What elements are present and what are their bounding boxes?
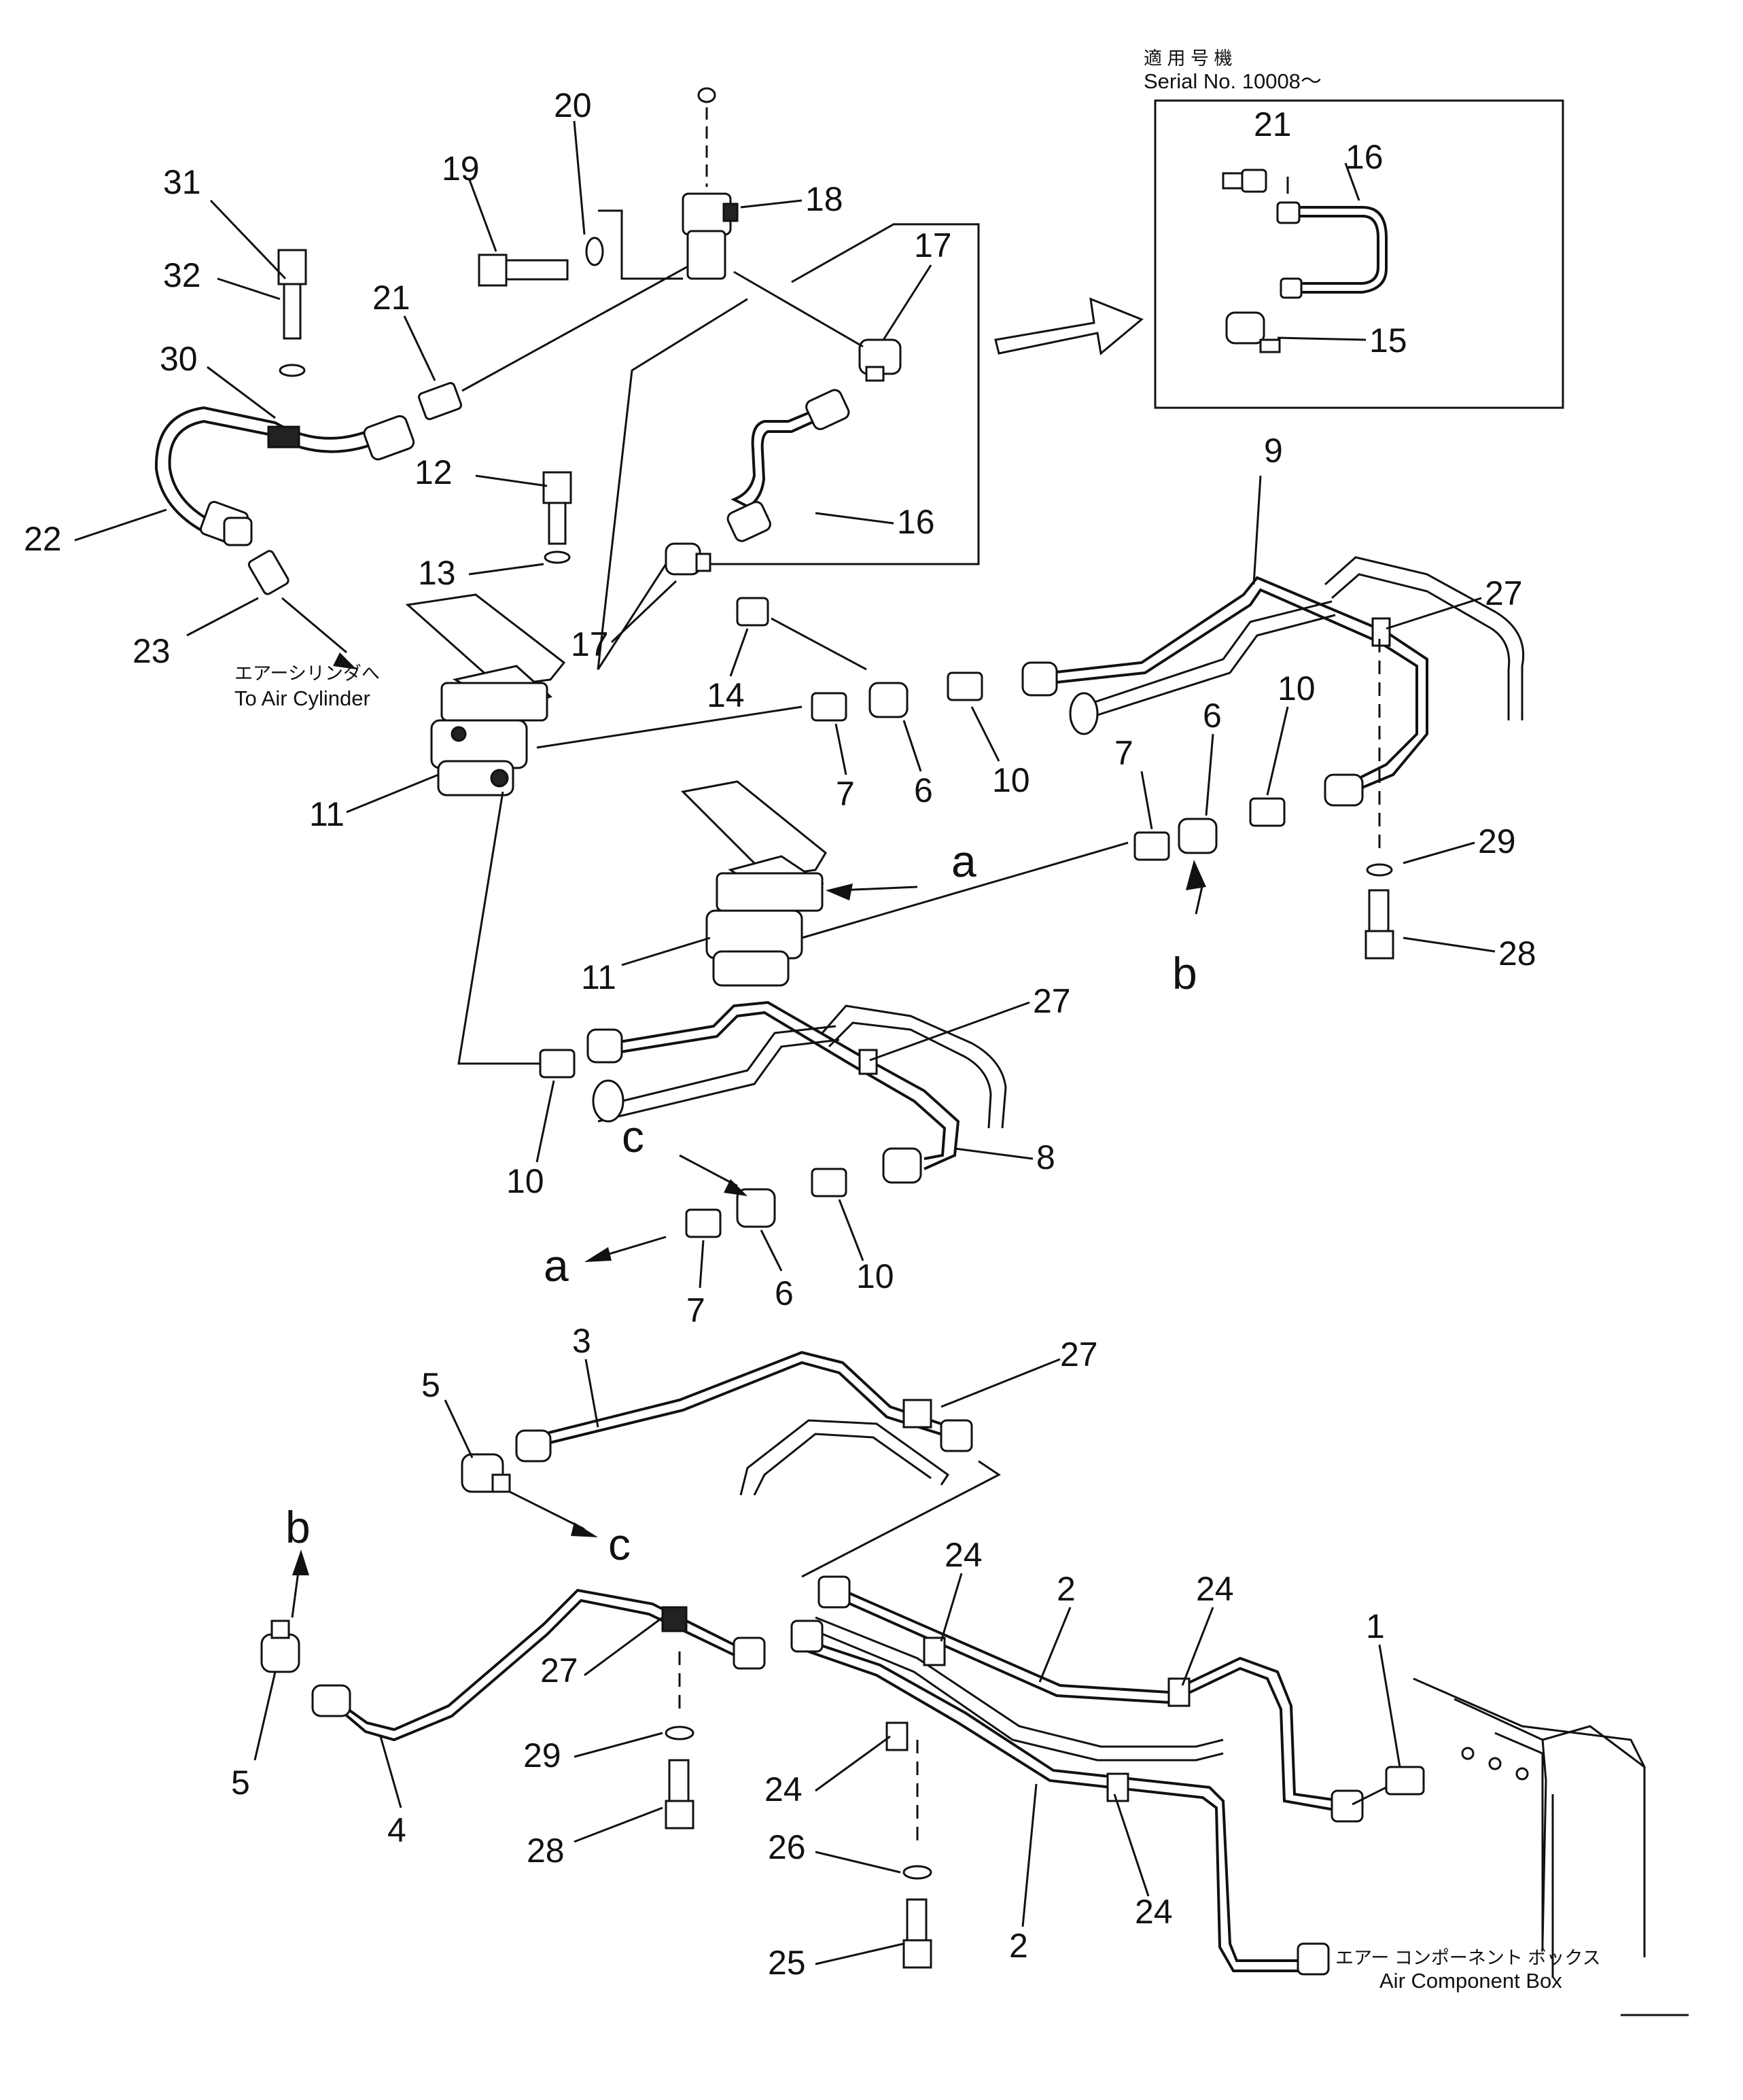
callout-6-a: 6 [914,771,933,809]
callout-22: 22 [24,520,62,558]
callout-1: 1 [1366,1607,1385,1645]
callout-11-lower: 11 [581,958,616,996]
callout-16-inset: 16 [1345,138,1384,176]
pedal-valve-lower: 11 [581,780,1129,996]
callout-7-b: 7 [1114,734,1133,772]
callout-9: 9 [1264,432,1283,470]
callout-5-upper: 5 [421,1366,440,1404]
callout-19: 19 [442,150,480,188]
ref-letter-a-lower: a [544,1240,569,1291]
ref-letter-c-upper: c [622,1111,644,1161]
callout-17-lower: 17 [571,625,609,663]
pipe-8-assembly: 27 8 10 7 6 10 [506,982,1071,1329]
ref-letter-c-lower: c [608,1519,631,1569]
callout-30: 30 [160,340,198,378]
callout-17: 17 [914,226,952,264]
callout-28-right: 28 [1498,934,1536,973]
callout-27-left: 27 [540,1651,578,1690]
top-center-parts: 18 19 20 17 16 17 12 13 14 [415,86,980,714]
callout-24-d: 24 [1135,1893,1173,1931]
inset-title-jp: 適 用 号 機 [1144,48,1233,69]
callout-23: 23 [133,632,171,670]
callout-29-right: 29 [1478,822,1516,860]
callout-13: 13 [418,554,456,592]
serial-inset: 適 用 号 機 Serial No. 10008～ 21 16 15 [1144,48,1564,409]
air-box-label-en: Air Component Box [1379,1969,1562,1993]
callout-21-inset: 21 [1254,105,1292,143]
callout-10-c: 10 [506,1162,544,1200]
callout-27-lower: 27 [1060,1335,1098,1373]
air-cylinder-label-jp: エアーシリンダへ [234,663,380,684]
callout-20: 20 [554,86,592,124]
callout-3: 3 [572,1322,591,1360]
callout-24-a: 24 [945,1536,983,1574]
callout-18: 18 [805,180,843,218]
callout-15: 15 [1369,321,1407,360]
callout-12: 12 [415,453,453,491]
callout-2-upper: 2 [1057,1570,1076,1608]
pipe-9-assembly: 9 27 29 28 7 6 10 7 6 10 [811,432,1536,973]
callout-10-b: 10 [1278,669,1316,707]
callout-8: 8 [1036,1138,1055,1176]
callout-6-c: 6 [775,1274,794,1312]
lower-pipe-assembly: 5 3 27 24 2 24 1 27 29 28 5 4 24 26 25 2… [231,1322,1646,1982]
callout-11-upper: 11 [309,795,345,833]
callout-14: 14 [707,676,745,714]
callout-28-left: 28 [527,1832,565,1870]
callout-27-right: 27 [1485,574,1523,612]
callout-7-c: 7 [686,1291,705,1329]
callout-25: 25 [768,1944,806,1982]
left-hose-assembly: 31 32 30 22 23 21 [24,163,697,670]
callout-2-lower: 2 [1009,1927,1028,1965]
callout-24-c: 24 [764,1770,803,1808]
callout-6-b: 6 [1203,697,1222,735]
inset-arrow [994,297,1144,355]
callout-10-a: 10 [992,761,1030,799]
pedal-valve-upper: 11 [309,593,803,1065]
air-box-label-jp: エアー コンポーネント ボックス [1335,1948,1601,1968]
ref-letter-b-upper: b [1172,948,1197,998]
callout-16: 16 [897,503,935,541]
callout-21: 21 [372,279,410,317]
callout-27-mid: 27 [1033,982,1071,1020]
callout-26: 26 [768,1828,806,1866]
callout-29-left: 29 [523,1736,561,1774]
air-cylinder-label-en: To Air Cylinder [234,686,370,710]
callout-5-left: 5 [231,1764,250,1802]
callout-24-b: 24 [1196,1570,1234,1608]
callout-31: 31 [163,163,201,201]
inset-title-en: Serial No. 10008～ [1144,69,1322,93]
callout-10-d: 10 [856,1257,894,1295]
ref-letter-a-upper: a [951,836,976,886]
callout-4: 4 [387,1811,406,1849]
ref-letter-b-lower: b [285,1502,311,1552]
callout-7-a: 7 [836,775,855,813]
callout-32: 32 [163,256,201,294]
